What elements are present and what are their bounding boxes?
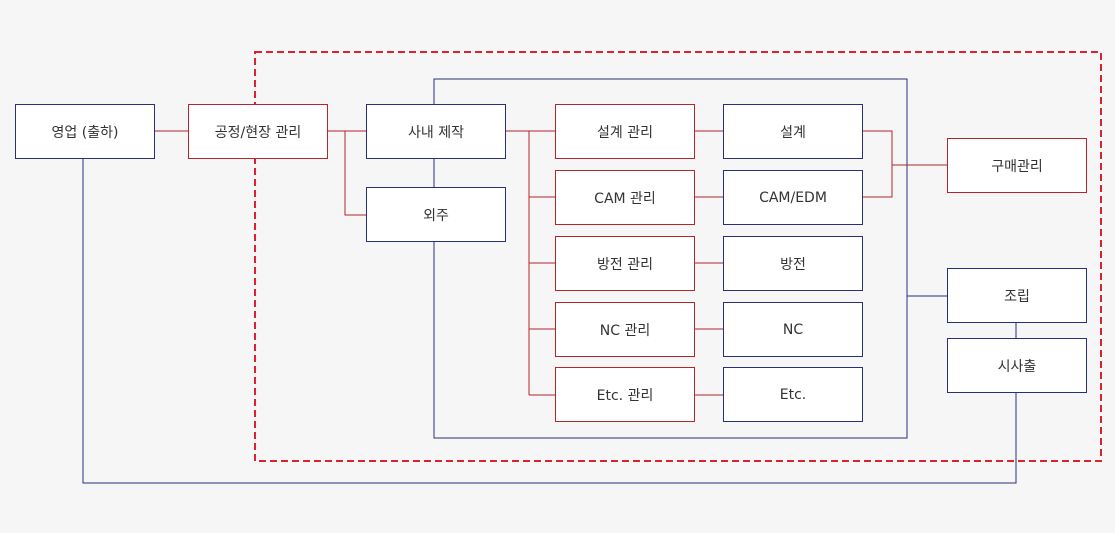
node-sales: 영업 (출하) (15, 104, 155, 159)
node-inhouse-production: 사내 제작 (366, 104, 506, 159)
node-trial-injection: 시사출 (947, 338, 1087, 393)
red-connectors (154, 130, 948, 396)
inhouse-container (433, 78, 908, 439)
node-design-management: 설계 관리 (555, 104, 695, 159)
node-cam-management: CAM 관리 (555, 170, 695, 225)
node-process-management: 공정/현장 관리 (188, 104, 328, 159)
node-edm-management: 방전 관리 (555, 236, 695, 291)
navy-connectors (82, 158, 1017, 484)
node-etc: Etc. (723, 367, 863, 422)
dashed-scope-boundary (254, 51, 1102, 462)
node-design: 설계 (723, 104, 863, 159)
node-outsourcing: 외주 (366, 187, 506, 242)
node-edm: 방전 (723, 236, 863, 291)
node-cam-edm: CAM/EDM (723, 170, 863, 225)
node-purchasing: 구매관리 (947, 138, 1087, 193)
node-assembly: 조립 (947, 268, 1087, 323)
node-nc: NC (723, 302, 863, 357)
node-nc-management: NC 관리 (555, 302, 695, 357)
node-etc-management: Etc. 관리 (555, 367, 695, 422)
